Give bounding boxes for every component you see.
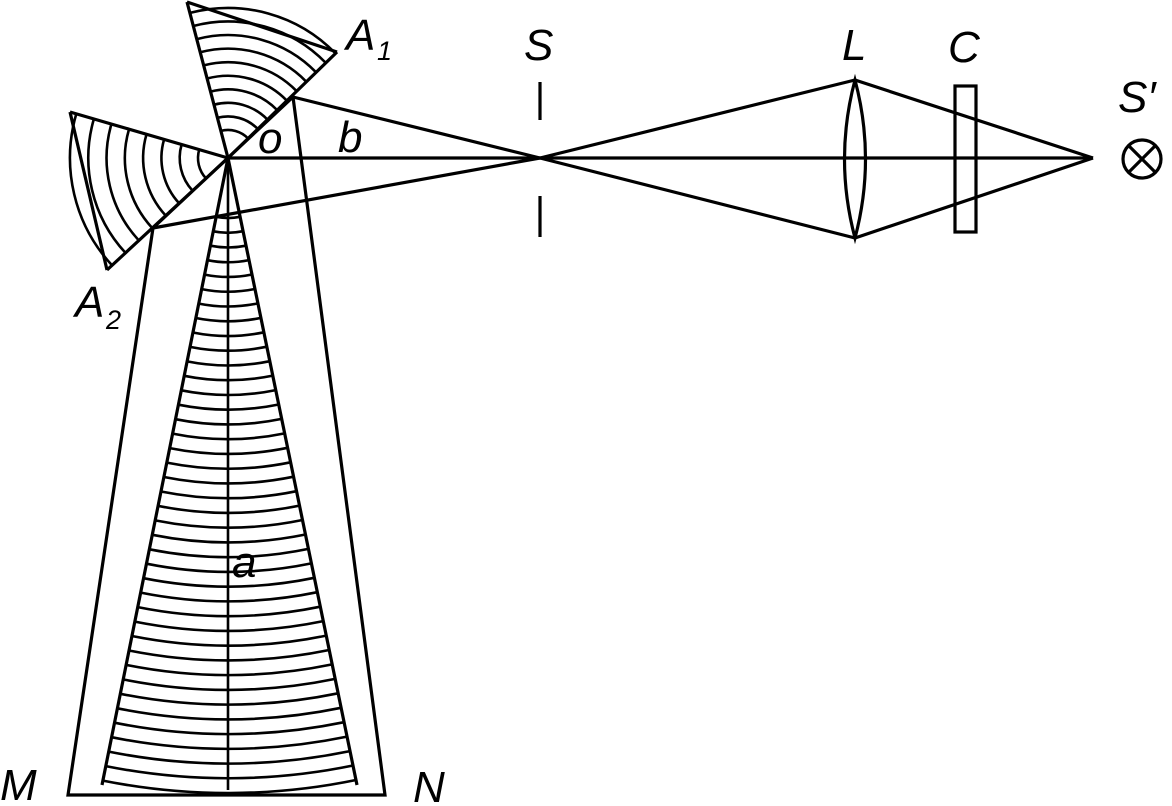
fan-a-arc [198, 302, 259, 308]
ray-lens-top-to-image [854, 78, 1094, 160]
label-a: a [232, 538, 256, 587]
fan-a-arc [195, 316, 262, 323]
fan-a-arc [189, 345, 268, 352]
fan-a2-arc [160, 139, 181, 205]
fan-a-arc [160, 489, 297, 500]
fan-a1-arc [213, 101, 269, 121]
fan-a-arc [166, 461, 291, 470]
fan-a2-outer-edge [68, 111, 109, 271]
fan-a-arc [207, 258, 250, 264]
fan-a-left-edge [100, 157, 230, 786]
fan-a-arc [105, 764, 354, 780]
fan-a-arc [114, 720, 345, 736]
fan-a2-arc [178, 144, 194, 192]
label-s-prime: S′ [1118, 73, 1157, 122]
fan-a2-arc [141, 133, 167, 217]
fan-a-arc [152, 533, 306, 544]
fan-a2-arcs [68, 113, 207, 267]
ray-upper-to-slit [292, 95, 541, 160]
fan-a2-arc [87, 118, 127, 254]
fan-a2-arc [105, 123, 140, 242]
fan-a-arc [125, 663, 333, 677]
fan-a1-arc [203, 60, 298, 93]
ray-lens-bottom-to-image [854, 156, 1094, 240]
label-a2: A [72, 278, 104, 327]
fan-a1-right-edge [226, 50, 339, 160]
fan-a-arc [154, 518, 303, 529]
ray-lower-to-slit [152, 156, 541, 230]
fan-a-arc [183, 374, 274, 382]
fan-a-arc [134, 619, 324, 633]
fan-a-arc [213, 229, 244, 235]
label-b: b [338, 113, 362, 162]
fan-a-arc [181, 388, 276, 397]
circled-x-icon [1121, 138, 1163, 180]
fan-a-arc [128, 648, 330, 662]
fan-a1-arc [206, 74, 288, 102]
fan-a-arc [146, 562, 312, 574]
fan-a-arc [172, 432, 285, 441]
label-m: M [0, 761, 37, 806]
fan-a-arc [140, 590, 318, 603]
fan-a-arc [143, 576, 315, 588]
label-a2-sub: 2 [105, 305, 121, 335]
fan-a-right-edge [226, 157, 359, 786]
fan-a1-arc [196, 33, 318, 74]
fan-a-arc [186, 359, 271, 367]
fan-a1-arc [217, 115, 259, 130]
plate-c [953, 84, 978, 234]
fan-a-arc [131, 634, 327, 647]
fan-a-arc [157, 504, 300, 515]
fan-a-arc [201, 287, 256, 294]
fan-a-arcs [102, 215, 357, 795]
label-n: N [413, 763, 445, 806]
fan-a-arc [175, 417, 282, 426]
label-c: C [948, 23, 981, 72]
fan-a-arc [149, 547, 309, 559]
fan-a-arc [204, 273, 253, 279]
ray-slit-to-lens-bottom [539, 156, 856, 240]
fan-a2-lower-edge [105, 156, 230, 272]
fan-a-arc [178, 403, 279, 411]
fan-a-arc [137, 605, 321, 618]
label-o: o [258, 114, 282, 163]
label-l: L [842, 21, 866, 70]
label-a1: A [343, 11, 375, 60]
fan-a2-arc [123, 128, 154, 229]
fan-a-arc [120, 692, 339, 706]
lens-l [842, 73, 868, 245]
fan-a2-arc [68, 113, 113, 267]
fan-a-arc [192, 331, 265, 338]
fan-a-arc [117, 706, 342, 721]
ray-slit-to-lens-top [539, 78, 856, 160]
fan-a2-arc [196, 149, 207, 180]
fan-a-arc [108, 749, 351, 765]
fan-a1-arc [199, 47, 308, 83]
fan-a1-arc [192, 20, 327, 64]
fan-a-arc [122, 677, 336, 692]
fan-a1-left-edge [185, 1, 230, 159]
fan-a-arc [163, 475, 294, 485]
label-s: S [524, 21, 553, 70]
fan-a1-arc [210, 88, 279, 112]
fan-a1-arcs [189, 6, 337, 140]
fan-a-arc [169, 446, 288, 456]
fan-a1-arc [220, 128, 250, 140]
fan-a-arc [210, 244, 247, 249]
fan-a1-arc [189, 6, 337, 55]
fan-a2-upper-edge [69, 110, 229, 160]
fan-a-arc [102, 778, 357, 795]
label-a1-sub: 1 [377, 36, 392, 66]
fan-a-arc [111, 735, 348, 751]
